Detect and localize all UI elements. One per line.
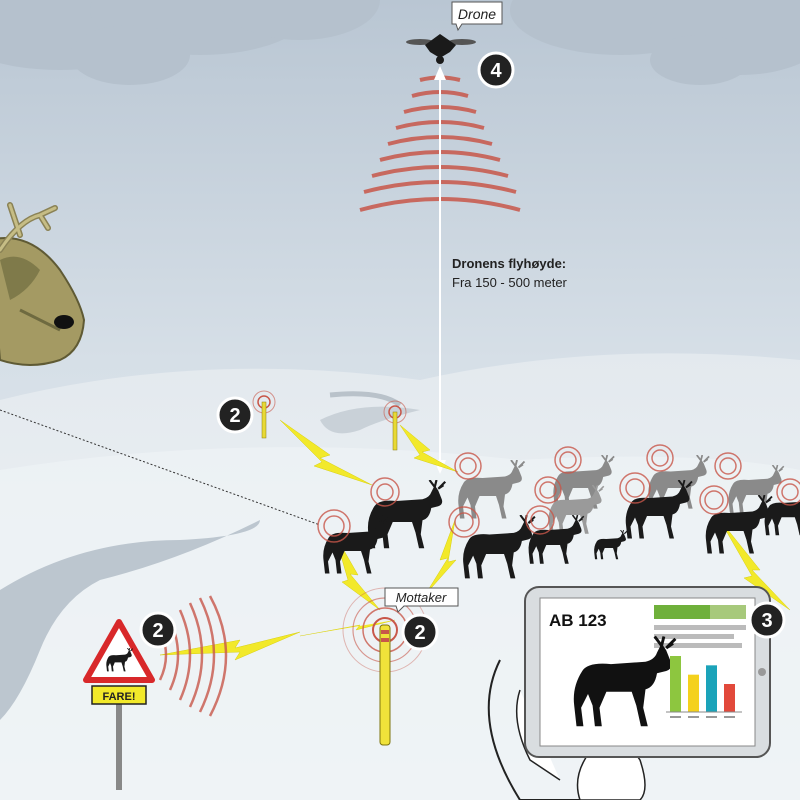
sensor-post-right [383, 400, 407, 451]
reindeer-warning-sign: FARE! [83, 619, 155, 790]
badge-sign: 2 [139, 611, 177, 649]
altitude-title: Dronens flyhøyde: [452, 256, 566, 271]
badge-receiver: 2 [401, 613, 439, 651]
receiver-label: Mottaker [384, 587, 459, 613]
tablet: AB 123 [524, 586, 771, 758]
sensor-post-left [252, 390, 276, 439]
tablet-text-line [654, 625, 746, 630]
altitude-arrow-head-top [434, 66, 446, 80]
collar-pointer-line [0, 409, 321, 526]
tablet-bar [670, 656, 681, 712]
tablet-bar [724, 684, 735, 712]
badge-tablet: 3 [748, 601, 786, 639]
badge-sensor-number: 2 [229, 405, 240, 427]
tablet-animal-id: AB 123 [549, 611, 607, 630]
signal-bolts [159, 419, 791, 661]
tablet-bar [688, 674, 699, 712]
collar-signal-rings [317, 444, 800, 543]
badge-sign-number: 2 [152, 620, 163, 642]
receiver-label-text: Mottaker [396, 590, 447, 605]
tablet-bar-tick [724, 716, 735, 718]
tablet-text-line [654, 634, 734, 639]
tablet-bar-tick [670, 716, 681, 718]
tablet-bar-chart [666, 656, 742, 718]
frozen-river [0, 520, 260, 720]
tablet-bar [706, 665, 717, 712]
sign-signal-waves [158, 595, 228, 717]
altitude-value: Fra 150 - 500 meter [452, 275, 568, 290]
tablet-header-bar-fill [654, 605, 710, 619]
badge-drone-number: 4 [490, 60, 502, 82]
badge-tablet-number: 3 [761, 610, 772, 632]
badge-drone: 4 [477, 51, 515, 89]
tablet-text-line [654, 643, 742, 648]
drone-label-text: Drone [458, 6, 496, 22]
stream-bend [329, 391, 402, 408]
tablet-bar-tick [688, 716, 699, 718]
reindeer-head-closeup [0, 202, 86, 366]
badge-sensor: 2 [216, 396, 254, 434]
clouds [0, 0, 800, 85]
tablet-bar-tick [706, 716, 717, 718]
drone-icon[interactable] [406, 34, 476, 64]
sign-text: FARE! [103, 691, 136, 703]
drone-label: Drone [451, 1, 503, 32]
badge-receiver-number: 2 [414, 622, 425, 644]
